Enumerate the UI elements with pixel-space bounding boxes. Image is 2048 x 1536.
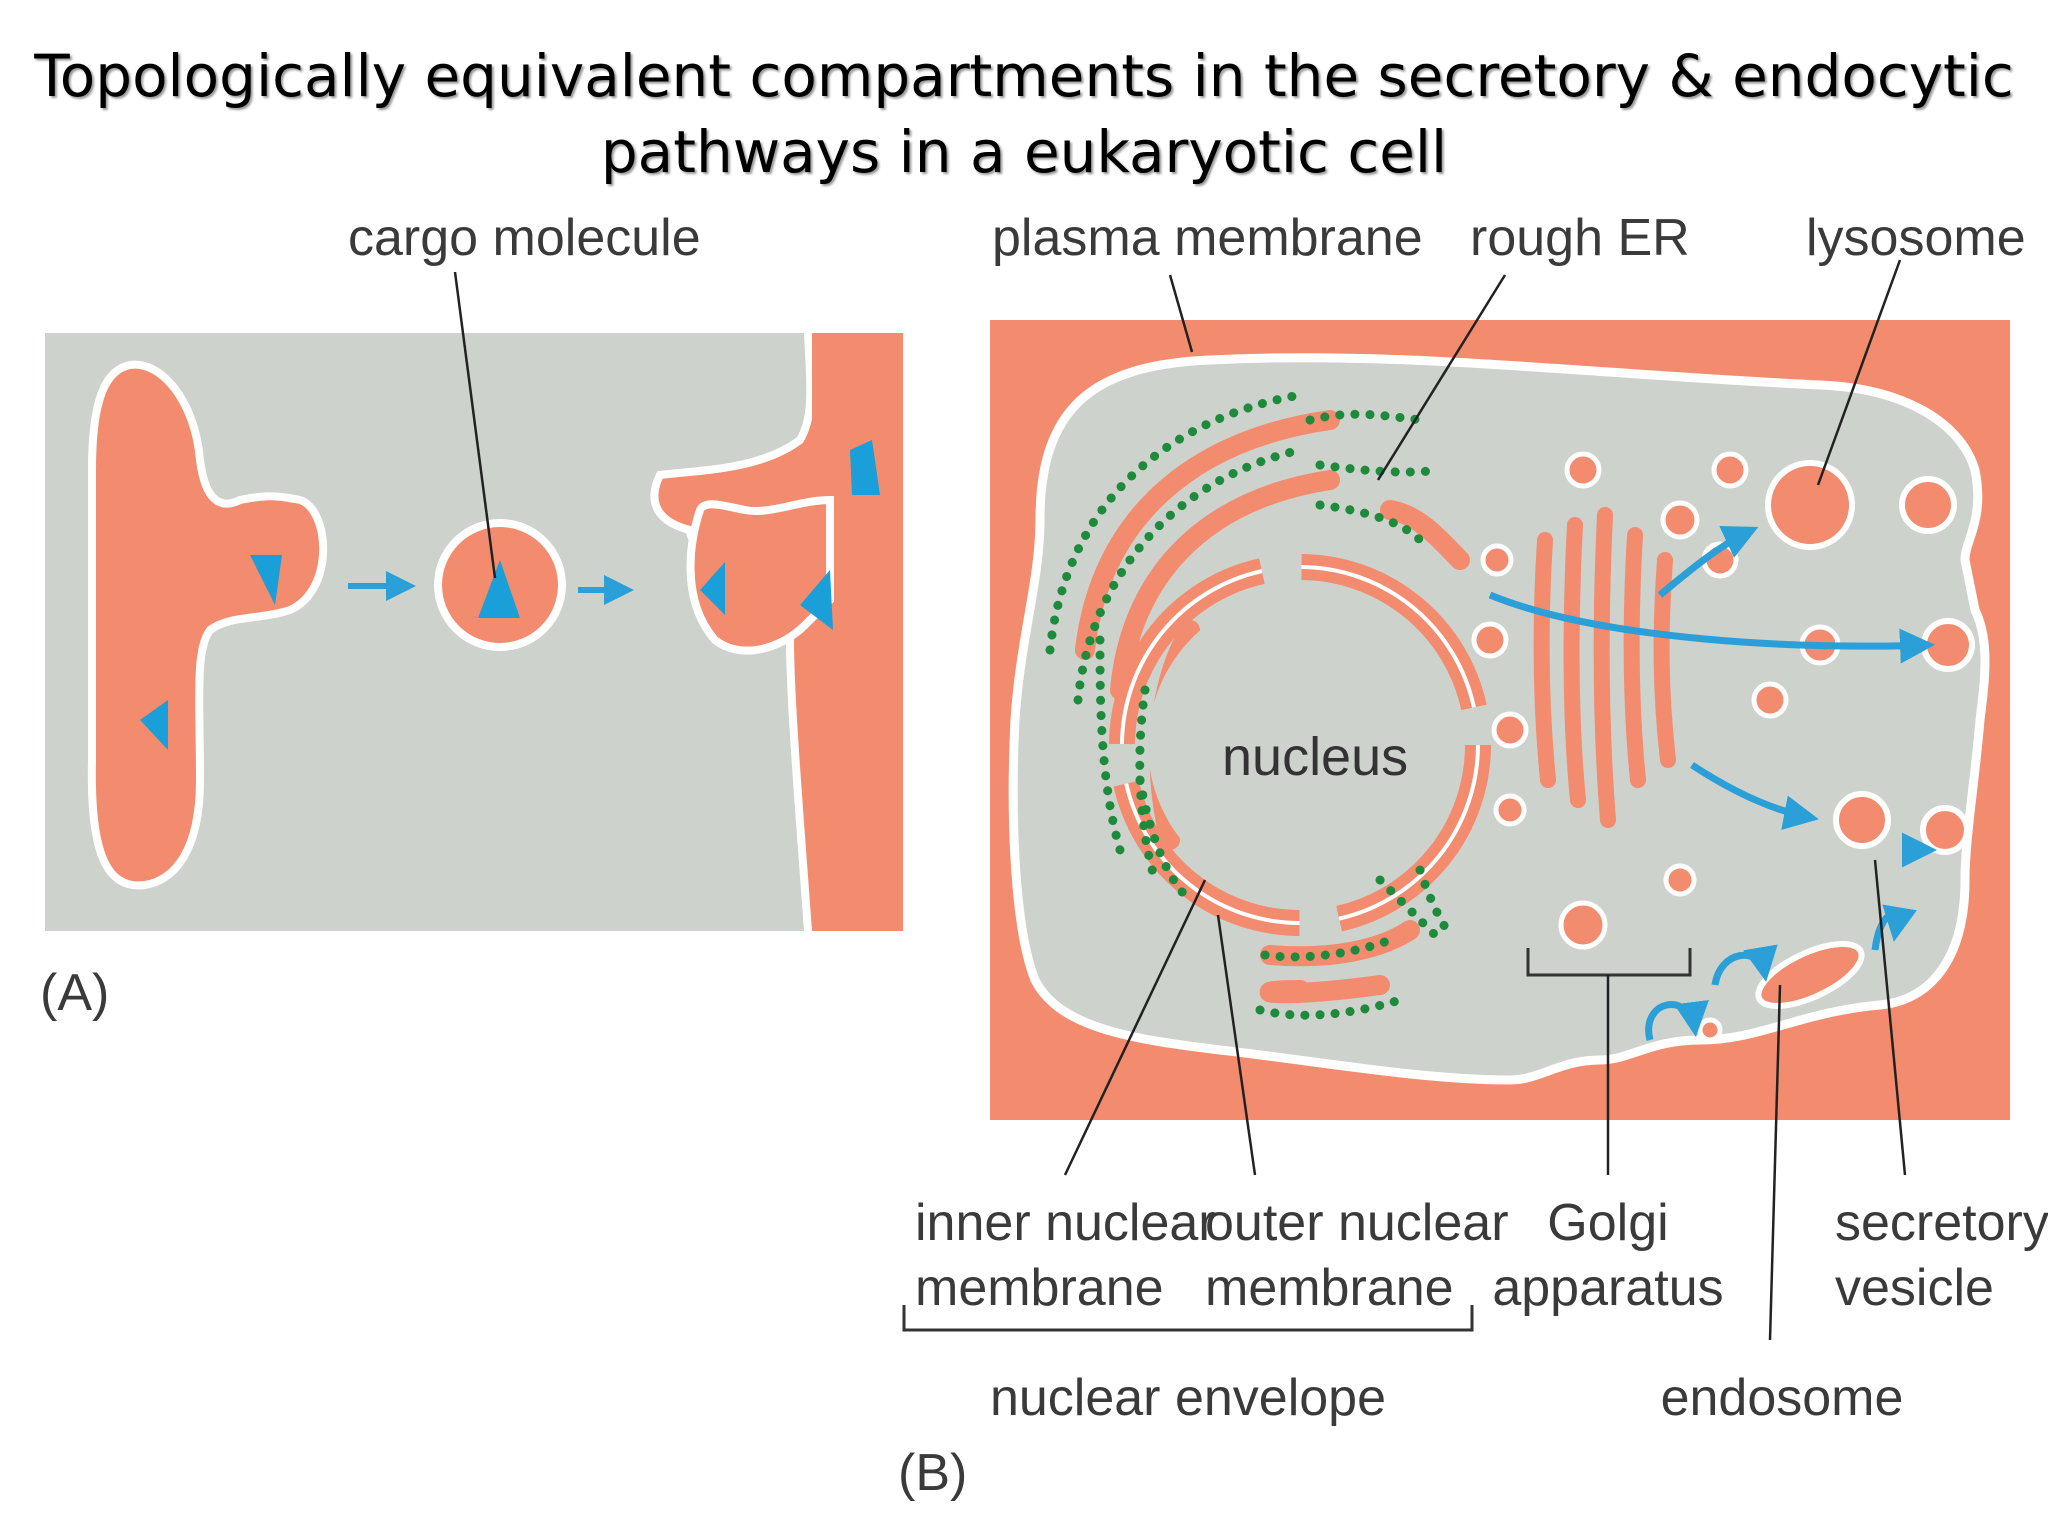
label-cargo-molecule: cargo molecule	[348, 209, 701, 267]
lysosome	[1765, 460, 1855, 550]
cargo-triangle	[800, 570, 833, 630]
nuclear-envelope	[1109, 554, 1491, 936]
panel-a-letter: (A)	[40, 964, 109, 1022]
panel-a: cargo molecule (A)	[40, 209, 907, 1022]
ribosomes	[1045, 390, 1455, 1020]
label-inner-nuclear-1: inner nuclear	[915, 1194, 1216, 1252]
pathway-arrows	[1488, 526, 1937, 1041]
golgi-apparatus	[1533, 507, 1676, 828]
label-secretory-1: secretory	[1835, 1194, 2048, 1252]
panel-b: nucleus	[898, 209, 2048, 1502]
label-lysosome: lysosome	[1806, 209, 2026, 267]
panel-a-left-compartment	[87, 360, 328, 890]
label-endosome: endosome	[1661, 1369, 1904, 1427]
cargo-triangle	[700, 562, 725, 615]
title-line-1: Topologically equivalent compartments in…	[34, 42, 2014, 110]
label-outer-nuclear-1: outer nuclear	[1205, 1194, 1509, 1252]
slide-title: Topologically equivalent compartments in…	[0, 38, 2048, 190]
panel-b-letter: (B)	[898, 1444, 967, 1502]
label-golgi-2: apparatus	[1492, 1259, 1723, 1317]
label-plasma-membrane: plasma membrane	[992, 209, 1423, 267]
cargo-triangle	[850, 440, 880, 495]
label-nuclear-envelope: nuclear envelope	[990, 1369, 1386, 1427]
cargo-triangle	[250, 555, 282, 605]
label-inner-nuclear-2: membrane	[915, 1259, 1164, 1317]
membrane-bud	[1921, 618, 1975, 672]
nuclear-envelope-bracket	[902, 1305, 1474, 1332]
nucleus	[1148, 593, 1452, 897]
label-golgi-1: Golgi	[1547, 1194, 1668, 1252]
label-secretory-2: vesicle	[1835, 1259, 1994, 1317]
label-nucleus: nucleus	[1222, 727, 1408, 787]
cargo-triangle	[478, 560, 520, 618]
title-line-2: pathways in a eukaryotic cell	[600, 118, 1448, 186]
cargo-molecule-pointer	[453, 271, 497, 579]
secretory-vesicle	[1833, 791, 1891, 849]
label-outer-nuclear-2: membrane	[1205, 1259, 1454, 1317]
membrane-bud	[1920, 805, 1970, 855]
cargo-triangle	[140, 700, 168, 750]
endosome	[1755, 941, 1865, 1009]
leader-lines	[1063, 259, 1907, 1341]
membrane-bud	[1899, 476, 1957, 534]
label-rough-er: rough ER	[1470, 209, 1690, 267]
panel-a-fusing-vesicle	[686, 495, 834, 655]
